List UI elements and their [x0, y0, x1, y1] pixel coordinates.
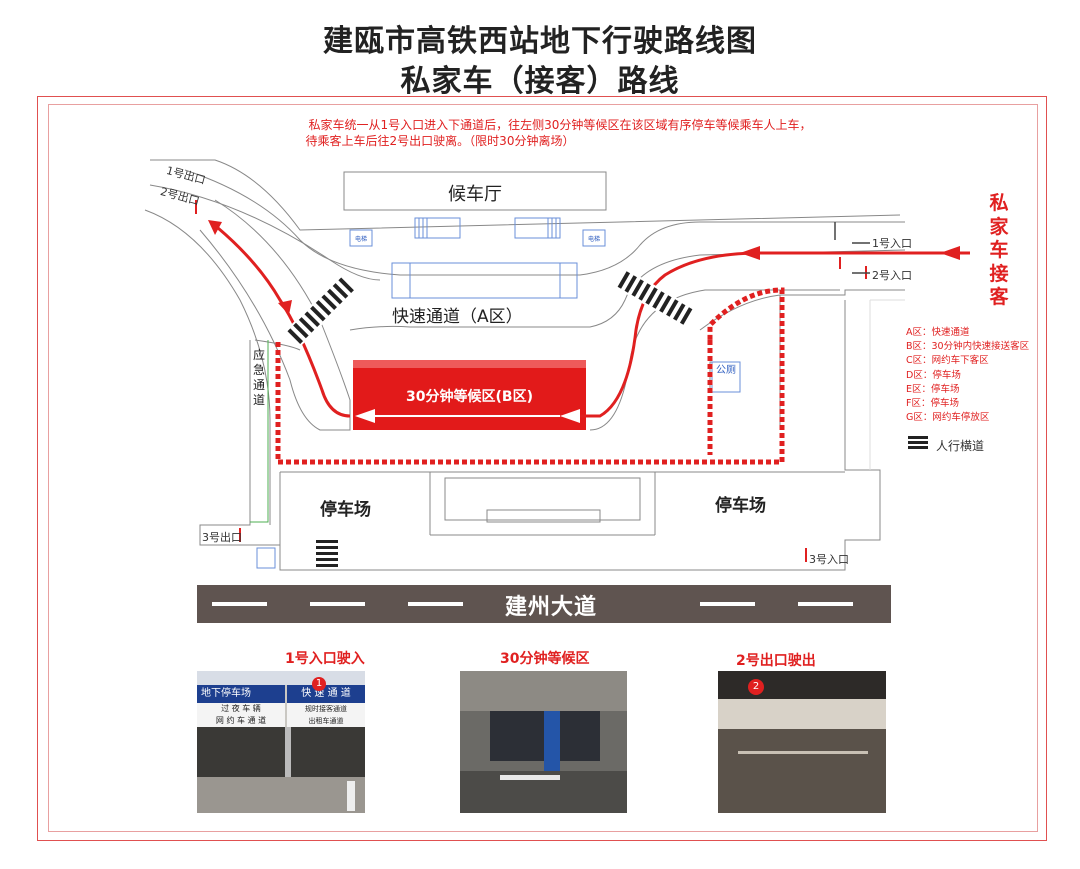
legend-item: A区：快速通道	[906, 327, 970, 338]
sign-line: 规时接客通道	[305, 705, 347, 713]
sign-mid-left: 过 夜 车 辆 网 约 车 通 道	[197, 703, 285, 727]
crosswalk-left	[284, 274, 357, 347]
photo2-caption: 30分钟等候区	[500, 651, 590, 667]
crosswalk-bottom	[316, 540, 338, 567]
banner-char: 接	[989, 262, 1009, 285]
sign-underground-parking: 地下停车场	[197, 685, 285, 703]
waiting-hall-label: 候车厅	[448, 184, 502, 205]
legend-item: F区：停车场	[906, 398, 959, 410]
elevator-right-label: 电梯	[587, 236, 600, 243]
legend-item: E区：停车场	[906, 383, 960, 395]
entrance2-label: 2号入口	[872, 269, 912, 282]
photo-entrance1: 地下停车场 快 速 通 道 过 夜 车 辆 网 约 车 通 道 规时接客通道 出…	[197, 671, 365, 813]
elevator-left-label: 电梯	[354, 236, 367, 243]
sign-fast-lane: 快 速 通 道	[287, 685, 365, 703]
parking-left-label: 停车场	[320, 500, 371, 520]
entrance3-label: 3号入口	[809, 553, 849, 566]
legend-item: B区：30分钟内快速接送客区	[906, 341, 1030, 353]
sign-mid-right: 规时接客通道 出租车通道	[287, 703, 365, 727]
legend-item: G区：网约车停放区	[906, 412, 990, 424]
badge-1: 1	[312, 677, 326, 691]
legend-item: C区：网约车下客区	[906, 355, 989, 367]
waiting-hall-box	[343, 171, 607, 211]
banner-char: 车	[989, 239, 1009, 261]
sign-line: 过 夜 车 辆	[221, 704, 261, 713]
banner-char: 私	[989, 192, 1009, 214]
page-title: 建瓯市高铁西站地下行驶路线图	[323, 24, 757, 59]
instruction-line-1: 私家车统一从1号入口进入下通道后，往左侧30分钟等候区在该区域有序停车等候乘车人…	[308, 118, 812, 132]
exit3-label: 3号出口	[202, 531, 242, 544]
entrance1-label: 1号入口	[872, 237, 912, 250]
emergency-lane-label: 应急通道	[253, 348, 266, 407]
fast-lane-label: 快速通道（A区）	[392, 307, 523, 327]
waiting-area-b	[353, 360, 586, 430]
crosswalk-right	[614, 268, 700, 331]
waiting-area-label: 30分钟等候区(B区)	[406, 389, 533, 405]
toilet-label: 公厕	[716, 365, 736, 376]
side-banner: 私 家 车 接 客	[986, 192, 1012, 310]
banner-char: 家	[989, 215, 1009, 238]
badge-2: 2	[748, 679, 764, 695]
photo-waiting-area	[460, 671, 627, 813]
sign-line: 网 约 车 通 道	[215, 716, 267, 725]
photo1-caption: 1号入口驶入	[285, 651, 365, 667]
legend-crosswalk-label: 人行横道	[936, 439, 985, 453]
photo-exit2: 2	[718, 671, 886, 813]
banner-char: 客	[989, 286, 1009, 308]
inner-frame	[48, 104, 1038, 832]
parking-right-label: 停车场	[715, 496, 766, 516]
sign-line: 出租车通道	[308, 717, 344, 725]
instruction-line-2: 待乘客上车后往2号出口驶离。（限时30分钟离场）	[305, 134, 575, 148]
road-label: 建州大道	[505, 595, 598, 620]
page-subtitle: 私家车（接客）路线	[400, 64, 680, 99]
legend-item: D区：停车场	[906, 369, 961, 381]
photo3-caption: 2号出口驶出	[736, 653, 816, 669]
outer-frame	[37, 96, 1047, 841]
legend: A区：快速通道 B区：30分钟内快速接送客区 C区：网约车下客区 D区：停车场 …	[906, 326, 1029, 425]
